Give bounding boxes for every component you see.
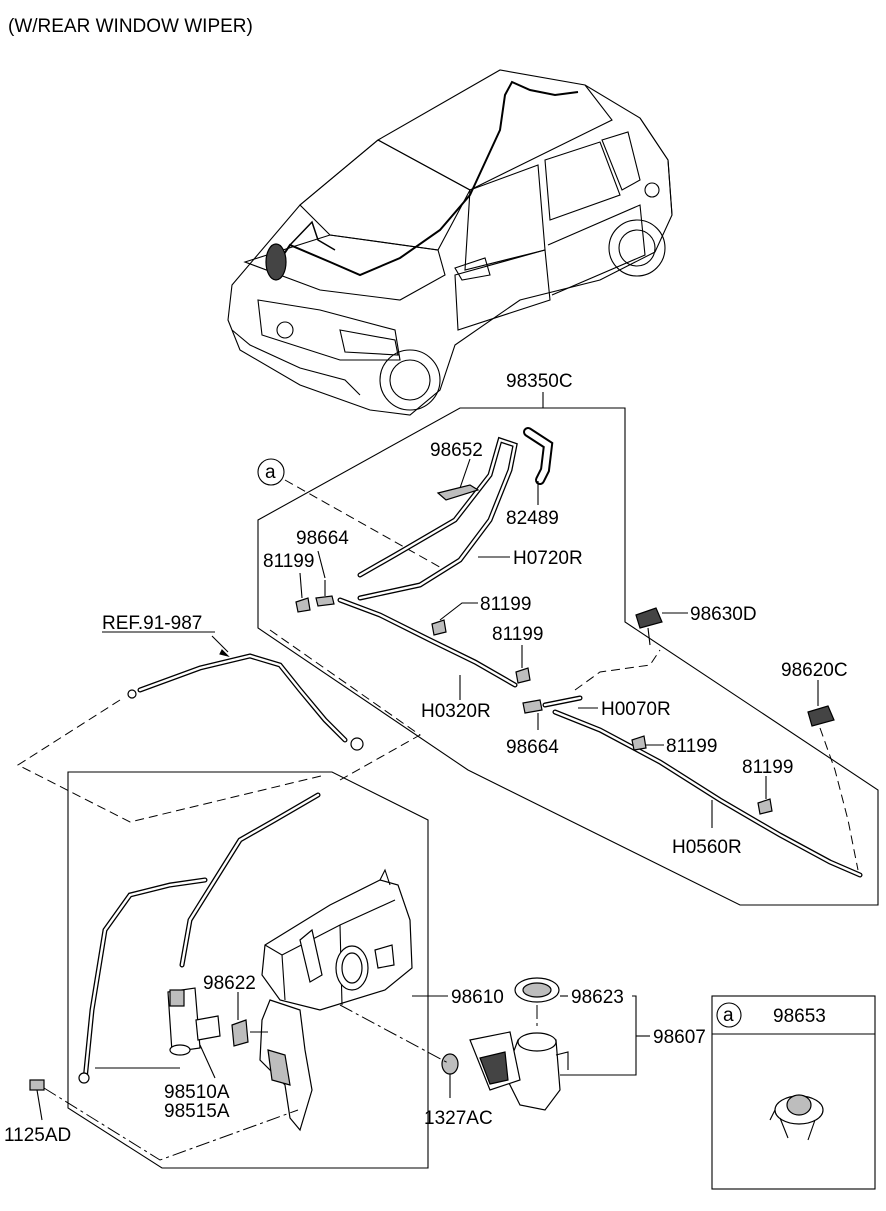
clip-81199-b xyxy=(431,602,478,636)
clip-81199-a xyxy=(295,572,311,613)
bolt-1125AD xyxy=(29,1079,299,1161)
ref-marker-a-label: a xyxy=(265,462,276,483)
callout-98607[interactable]: 98607 xyxy=(653,1027,706,1048)
filler-neck-98607 xyxy=(469,977,569,1111)
grommet-98622 xyxy=(231,1019,268,1047)
callout-81199-b[interactable]: 81199 xyxy=(480,594,531,615)
reservoir-group-boundary xyxy=(67,771,429,1169)
callout-REF-91-987[interactable]: REF.91-987 xyxy=(102,613,202,634)
callout-98510A[interactable]: 98510A xyxy=(164,1082,230,1103)
connector-98664-bottom xyxy=(522,699,543,730)
diagram-title: (W/REAR WINDOW WIPER) xyxy=(8,16,253,37)
hose-H0320R xyxy=(337,597,518,688)
inset-marker: a xyxy=(723,1005,734,1026)
hose-assembly-group: 98350C xyxy=(257,371,879,906)
clip-98653 xyxy=(769,1094,824,1141)
callout-98610[interactable]: 98610 xyxy=(451,987,504,1008)
nut-1327AC xyxy=(441,1053,459,1098)
pump-motor-98510A xyxy=(167,987,221,1056)
callout-81199-d[interactable]: 81199 xyxy=(666,736,717,757)
clip-81199-d xyxy=(631,735,664,751)
inset-box: a 98653 xyxy=(711,995,876,1190)
callout-82489[interactable]: 82489 xyxy=(506,508,559,529)
hose-H0070R xyxy=(542,649,661,708)
connector-98664-top xyxy=(315,580,335,607)
callout-98630D[interactable]: 98630D xyxy=(690,604,757,625)
inset-part-no[interactable]: 98653 xyxy=(773,1006,826,1027)
callout-98664-top[interactable]: 98664 xyxy=(296,528,349,549)
reservoir-98610 xyxy=(259,868,413,1132)
hose-ref-91-987 xyxy=(127,653,364,751)
callout-1125AD[interactable]: 1125AD xyxy=(4,1125,71,1146)
callout-81199-c[interactable]: 81199 xyxy=(492,624,543,645)
callout-1327AC[interactable]: 1327AC xyxy=(424,1108,493,1129)
callout-98515A[interactable]: 98515A xyxy=(164,1101,230,1122)
callout-98350C[interactable]: 98350C xyxy=(506,371,573,392)
nozzle-98652 xyxy=(436,484,480,501)
grommet-82489 xyxy=(523,427,554,485)
hose-assembly-boundary xyxy=(257,407,879,906)
callout-98620C[interactable]: 98620C xyxy=(781,660,848,681)
callout-81199-e[interactable]: 81199 xyxy=(742,757,793,778)
callout-81199-a[interactable]: 81199 xyxy=(263,551,314,572)
car-illustration xyxy=(227,69,673,416)
ref-marker-a: a xyxy=(257,458,446,571)
reservoir-hoses xyxy=(78,792,321,1084)
washer-reservoir-on-car xyxy=(265,243,287,281)
callout-H0070R[interactable]: H0070R xyxy=(601,699,671,720)
callout-98623[interactable]: 98623 xyxy=(571,987,624,1008)
callout-H0320R[interactable]: H0320R xyxy=(421,701,491,722)
car-hose-routing xyxy=(265,80,579,281)
callout-H0720R[interactable]: H0720R xyxy=(513,548,583,569)
clip-81199-e xyxy=(757,776,773,815)
callout-H0560R[interactable]: H0560R xyxy=(672,837,742,858)
nozzle-98620C xyxy=(807,680,859,871)
callout-98622[interactable]: 98622 xyxy=(203,973,256,994)
callout-98652[interactable]: 98652 xyxy=(430,440,483,461)
hose-H0560R xyxy=(552,709,863,878)
clip-81199-c xyxy=(515,645,531,684)
hose-H0720R xyxy=(357,436,518,601)
callout-98664-bottom[interactable]: 98664 xyxy=(506,737,559,758)
nozzle-98630D xyxy=(635,607,688,646)
